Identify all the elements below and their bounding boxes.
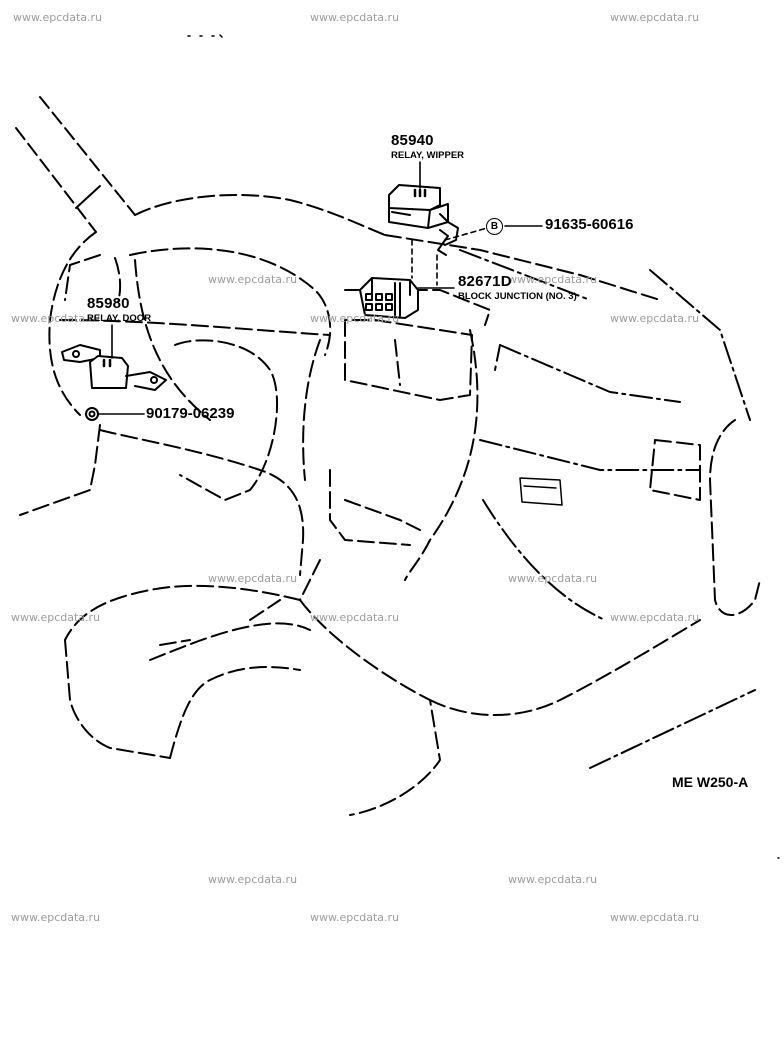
watermark: www.epcdata.ru	[11, 312, 101, 325]
wiper-relay	[388, 184, 459, 256]
part-name-relay-wiper: RELAY, WIPPER	[391, 150, 465, 161]
center-stack	[299, 289, 491, 601]
part-name-relay-door: RELAY, DOOR	[87, 313, 152, 324]
lower-left-panel	[19, 339, 321, 576]
watermark: www.epcdata.ru	[508, 572, 598, 585]
watermark: www.epcdata.ru	[310, 11, 400, 24]
junction-block	[359, 277, 419, 319]
right-dashboard	[494, 344, 761, 616]
part-number-block-junction[interactable]: 82671D	[458, 273, 512, 290]
instrument-hood	[64, 247, 332, 501]
dashboard-outline	[48, 194, 661, 416]
door-relay	[61, 344, 167, 421]
watermark: www.epcdata.ru	[508, 873, 598, 886]
diagram-code: ME W250-A	[672, 774, 749, 790]
watermark: www.epcdata.ru	[310, 611, 400, 624]
center-console	[64, 584, 701, 816]
part-number-nut[interactable]: 90179-06239	[146, 405, 235, 422]
a-pillar	[15, 96, 136, 233]
part-number-relay-wiper[interactable]: 85940	[391, 132, 434, 149]
watermark: www.epcdata.ru	[310, 911, 400, 924]
watermark: www.epcdata.ru	[208, 572, 298, 585]
watermark: www.epcdata.ru	[208, 273, 298, 286]
marker-b-icon: B	[486, 218, 503, 235]
part-number-relay-door[interactable]: 85980	[87, 295, 130, 312]
watermark: www.epcdata.ru	[610, 911, 700, 924]
watermark: www.epcdata.ru	[310, 312, 400, 325]
dashboard-dashdot-lines	[459, 249, 756, 769]
watermark: www.epcdata.ru	[508, 273, 598, 286]
leader-lines	[97, 161, 543, 415]
stray-marks	[187, 34, 780, 859]
watermark: www.epcdata.ru	[610, 11, 700, 24]
watermark: www.epcdata.ru	[610, 312, 700, 325]
watermark: www.epcdata.ru	[13, 11, 103, 24]
watermark: www.epcdata.ru	[208, 873, 298, 886]
part-name-block-junction: BLOCK JUNCTION (NO. 3)	[458, 291, 577, 302]
watermark: www.epcdata.ru	[11, 911, 101, 924]
part-number-screw[interactable]: 91635-60616	[545, 216, 634, 233]
watermark: www.epcdata.ru	[610, 611, 700, 624]
watermark: www.epcdata.ru	[11, 611, 101, 624]
